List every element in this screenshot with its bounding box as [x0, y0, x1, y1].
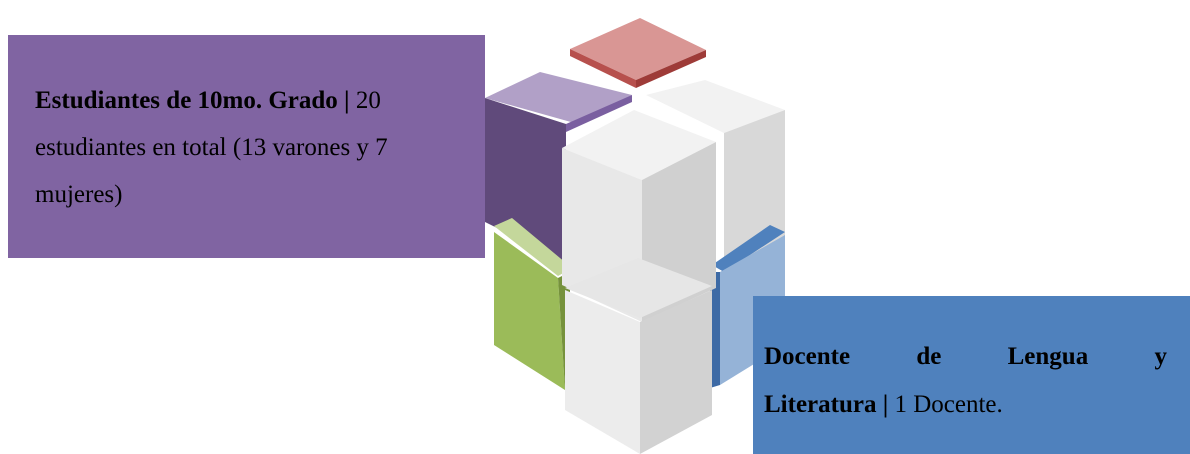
students-card-text: 20 estudiantes en total (13 varones y 7 … — [35, 87, 388, 208]
white-block-back-right — [646, 80, 785, 262]
teacher-card-subject: Literatura | — [764, 391, 889, 418]
students-card: Estudiantes de 10mo. Grado | 20 estudian… — [8, 35, 485, 258]
teacher-card: Docente de Lengua y Literatura | 1 Docen… — [753, 296, 1190, 454]
teacher-word-4: y — [1154, 343, 1167, 370]
teacher-card-title-row: Docente de Lengua y — [764, 333, 1167, 381]
teacher-word-1: Docente — [764, 343, 851, 370]
teacher-card-line2: Literatura | 1 Docente. — [764, 381, 1167, 429]
students-card-title: Estudiantes de 10mo. Grado | — [35, 87, 350, 114]
teacher-word-3: Lengua — [1007, 343, 1089, 370]
teacher-word-2: de — [916, 343, 942, 370]
white-block-front-bottom — [565, 258, 712, 454]
red-block — [570, 18, 706, 88]
teacher-card-text: 1 Docente. — [888, 391, 1003, 418]
